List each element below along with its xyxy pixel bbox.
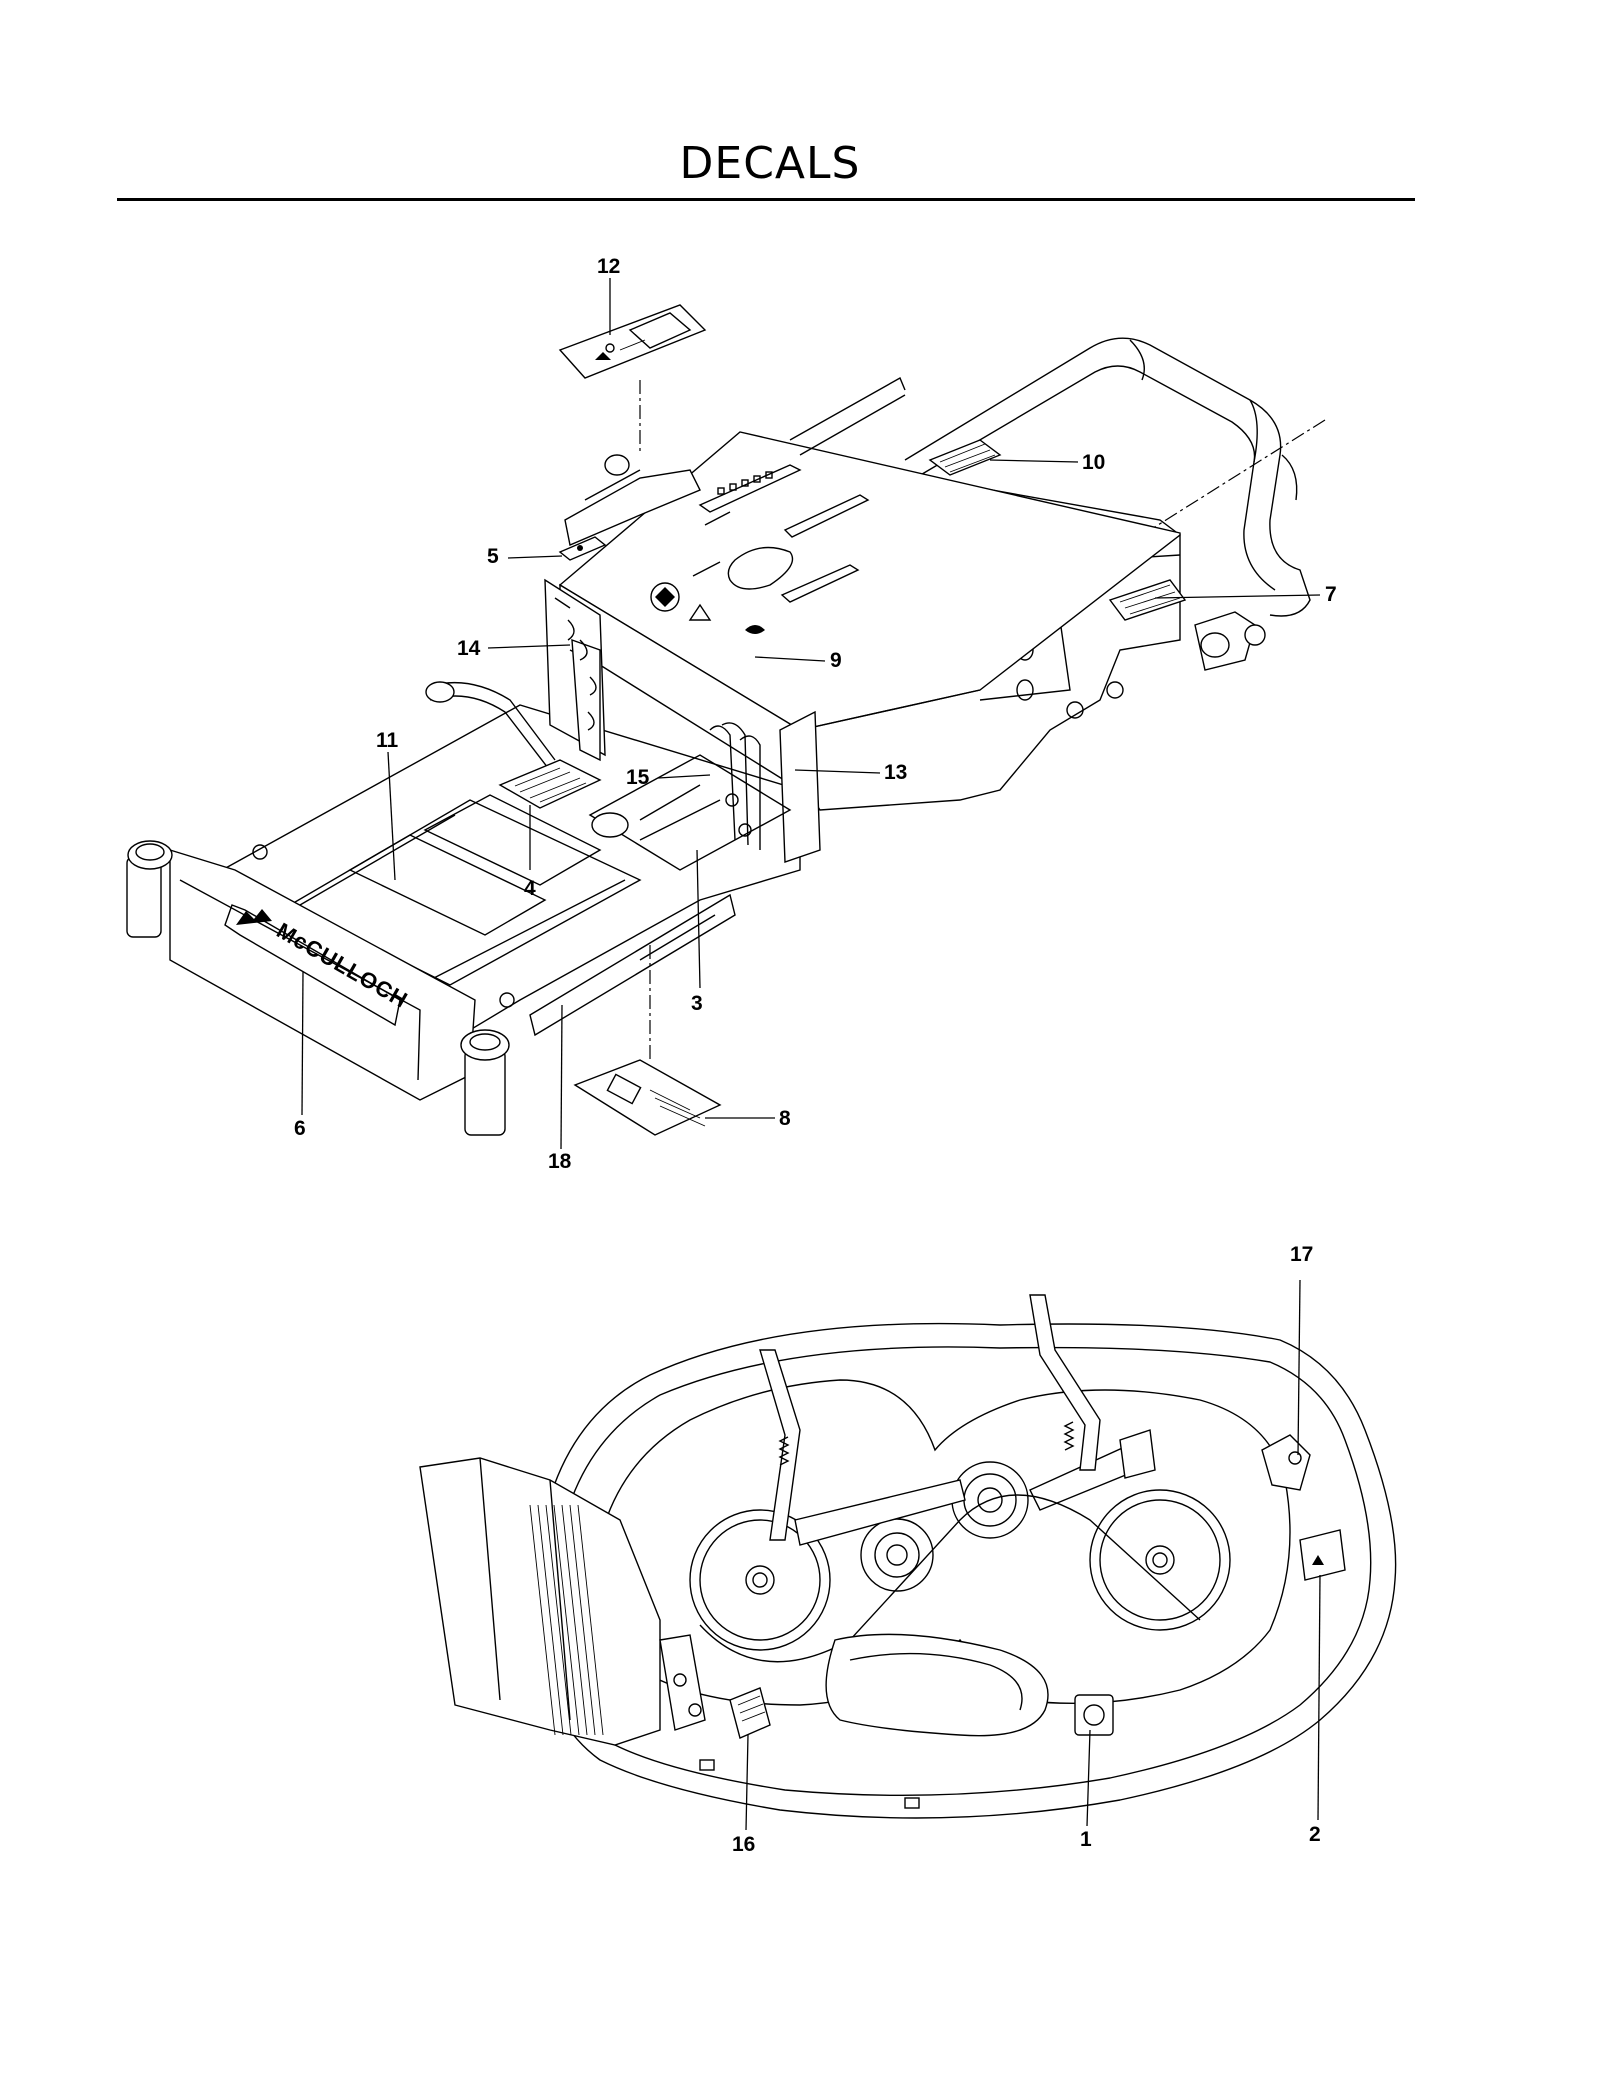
callout-7: 7	[1325, 583, 1337, 606]
decal-12-exploded	[558, 304, 707, 379]
decal-5-on-pan	[558, 536, 607, 561]
decal-10-on-frame	[928, 439, 1002, 476]
callout-6: 6	[294, 1117, 306, 1140]
decal-4-on-floor	[498, 759, 602, 809]
callout-11: 11	[376, 729, 399, 752]
callout-16: 16	[732, 1833, 756, 1856]
callout-9: 9	[830, 649, 842, 672]
decal-8-exploded	[573, 1059, 722, 1136]
decal-7-on-frame	[1108, 579, 1187, 621]
chute-ribs	[529, 1504, 604, 1736]
title-rule	[117, 198, 1415, 201]
front-caster-left	[126, 840, 173, 938]
decal-2-on-deck	[1299, 1529, 1346, 1581]
callout-4: 4	[524, 877, 536, 900]
callout-14: 14	[457, 637, 481, 660]
callout-18: 18	[548, 1150, 572, 1173]
callout-1: 1	[1080, 1828, 1092, 1851]
callout-15: 15	[626, 766, 650, 789]
front-caster-right	[460, 1029, 510, 1136]
page-title: DECALS	[679, 138, 861, 189]
callout-8: 8	[779, 1107, 791, 1130]
bottom-leaders	[745, 1279, 1321, 1831]
top-panel-vents	[717, 471, 773, 495]
decal-1-on-deck	[1074, 1694, 1114, 1736]
tractor-chassis-drawing: McCULLOCH	[126, 304, 1326, 1136]
decal-16-on-deck	[729, 1687, 771, 1739]
top-leaders	[301, 278, 1321, 1150]
callout-2: 2	[1309, 1823, 1321, 1846]
callout-13: 13	[884, 761, 908, 784]
callout-10: 10	[1082, 451, 1106, 474]
mower-deck-drawing	[419, 1294, 1397, 1819]
callout-17: 17	[1290, 1243, 1314, 1266]
callout-5: 5	[487, 545, 499, 568]
callout-12: 12	[597, 255, 621, 278]
callout-3: 3	[691, 992, 703, 1015]
